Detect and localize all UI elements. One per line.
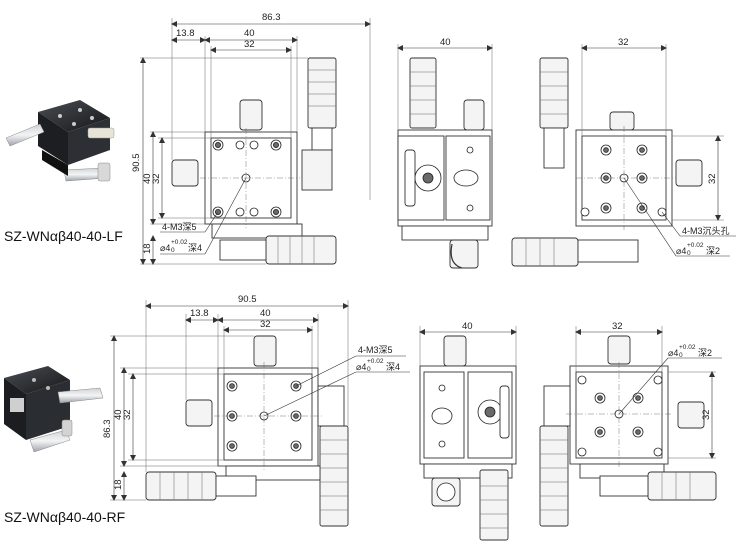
front-dims-lf: 86.3 13.8 40 32 90.5 40 32 18 4-M3深5 ⌀4 … — [131, 12, 371, 265]
dim-row2-front-3: 32 — [260, 319, 271, 330]
note-row2-front-2: +0.02 — [367, 358, 384, 365]
note-row2-back-1: +0.02 — [679, 344, 696, 351]
product-photo-rf — [4, 366, 104, 453]
model-label-lf: SZ-WNαβ40-40-LF — [4, 228, 123, 244]
note-row2-back-3: 深2 — [698, 348, 712, 358]
dim-row2-side-0: 40 — [462, 321, 473, 332]
note-row1-front-3: 0 — [171, 247, 175, 254]
dim-row1-back-1: 32 — [707, 173, 718, 184]
dim-row1-front-1: 13.8 — [176, 28, 195, 39]
back-dims-lf: 32 32 4-M3沉头孔 ⌀4 +0.02 0 深2 — [581, 37, 736, 257]
front-dims-rf: 90.5 13.8 40 32 86.3 40 32 18 4-M3深5 ⌀4 … — [102, 294, 410, 501]
back-view-rf — [539, 335, 717, 527]
dim-row1-front-5: 40 — [142, 173, 153, 184]
dim-row2-front-6: 32 — [122, 409, 133, 420]
front-view-lf — [171, 57, 337, 265]
dim-row1-front-6: 32 — [151, 173, 162, 184]
note-row1-back-4: 深2 — [706, 246, 720, 256]
front-view-rf — [145, 335, 349, 527]
note-row2-back-2: 0 — [679, 352, 683, 359]
dim-row2-front-5: 40 — [113, 409, 124, 420]
product-photo-lf — [5, 100, 115, 182]
note-row2-front-4: 深4 — [386, 362, 400, 372]
dim-row1-front-2: 40 — [244, 28, 255, 39]
note-row1-back-0: 4-M3沉头孔 — [682, 226, 730, 236]
note-row1-front-1: ⌀4 — [160, 243, 170, 253]
model-label-rf: SZ-WNαβ40-40-RF — [4, 509, 125, 525]
side-view-lf — [397, 57, 493, 269]
note-row1-front-4: 深4 — [188, 243, 202, 253]
note-row1-front-2: +0.02 — [171, 239, 188, 246]
dim-row1-front-3: 32 — [244, 39, 255, 50]
dim-row2-front-4: 86.3 — [102, 420, 113, 439]
back-view-lf — [511, 57, 703, 267]
note-row1-back-2: +0.02 — [687, 242, 704, 249]
note-row2-front-1: ⌀4 — [356, 362, 366, 372]
side-view-rf — [419, 335, 517, 541]
dim-row2-front-7: 18 — [113, 479, 124, 490]
note-row1-back-1: ⌀4 — [676, 246, 686, 256]
dim-row1-front-7: 18 — [142, 243, 153, 254]
note-row2-front-3: 0 — [367, 366, 371, 373]
note-row2-front-0: 4-M3深5 — [358, 345, 393, 355]
note-row1-back-3: 0 — [687, 250, 691, 257]
dim-row2-back-0: 32 — [612, 321, 623, 332]
dim-row2-front-0: 90.5 — [238, 294, 257, 305]
dim-row1-front-4: 90.5 — [131, 154, 142, 173]
dim-row2-front-2: 40 — [260, 308, 271, 319]
note-row2-back-0: ⌀4 — [668, 348, 678, 358]
dim-row1-front-0: 86.3 — [262, 12, 281, 23]
dim-row2-back-1: 32 — [701, 409, 712, 420]
back-dims-rf: 32 32 ⌀4 +0.02 0 深2 — [575, 321, 722, 459]
side-dims-rf: 40 — [419, 321, 517, 366]
dim-row1-side-0: 40 — [440, 37, 451, 48]
dim-row1-back-0: 32 — [618, 37, 629, 48]
dim-row2-front-1: 13.8 — [190, 308, 209, 319]
note-row1-front-0: 4-M3深5 — [162, 222, 197, 232]
side-dims-lf: 40 — [397, 37, 493, 130]
